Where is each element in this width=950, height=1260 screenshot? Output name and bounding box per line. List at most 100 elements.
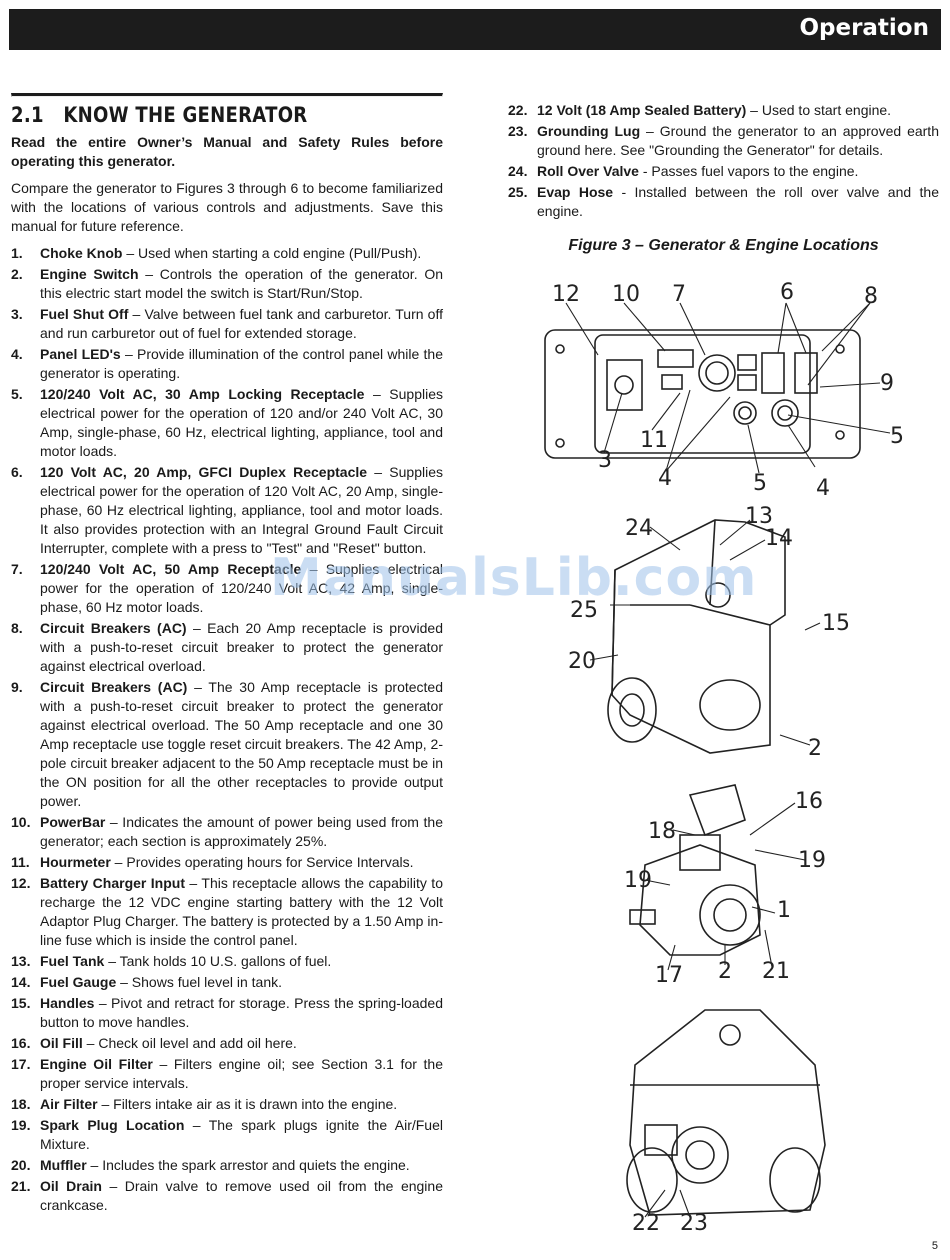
callout-label: 6 <box>780 280 794 305</box>
item-number: 24. <box>508 163 528 179</box>
callout-label: 8 <box>864 284 878 309</box>
item-text: - Installed between the roll over valve … <box>537 184 939 219</box>
list-item: 19.Spark Plug Location – The spark plugs… <box>11 1116 443 1154</box>
callout-label: 2 <box>808 736 822 761</box>
item-number: 9. <box>11 679 23 695</box>
item-term: Evap Hose <box>537 184 614 200</box>
item-text: – Used when starting a cold engine (Pull… <box>122 245 422 261</box>
list-item: 18.Air Filter – Filters intake air as it… <box>11 1095 443 1114</box>
list-item: 24. Roll Over Valve - Passes fuel vapors … <box>508 162 939 181</box>
list-item: 22.12 Volt (18 Amp Sealed Battery) – Use… <box>508 101 939 120</box>
item-text: – Check oil level and add oil here. <box>82 1035 297 1051</box>
callout-label: 23 <box>680 1211 708 1236</box>
generator-rear-drawing <box>626 1009 826 1216</box>
list-item: 15.Handles – Pivot and retract for stora… <box>11 994 443 1032</box>
item-number: 6. <box>11 464 23 480</box>
list-item: 1.Choke Knob – Used when starting a cold… <box>11 244 443 263</box>
callout-label: 12 <box>552 282 580 307</box>
item-term: Battery Charger Input <box>40 875 185 891</box>
intro-text: Compare the generator to Figures 3 throu… <box>11 180 443 234</box>
item-number: 23. <box>508 123 528 139</box>
item-number: 8. <box>11 620 23 636</box>
item-term: PowerBar <box>40 814 106 830</box>
right-column: 22.12 Volt (18 Amp Sealed Battery) – Use… <box>508 101 939 255</box>
item-text: – Drain valve to remove used oil from th… <box>40 1178 443 1213</box>
list-item: 8.Circuit Breakers (AC) – Each 20 Amp re… <box>11 619 443 676</box>
item-text: – Valve between fuel tank and carburetor… <box>40 306 443 341</box>
callout-label: 5 <box>753 471 767 496</box>
callout-label: 7 <box>672 282 686 307</box>
list-item: 23.Grounding Lug – Ground the generator … <box>508 122 939 160</box>
item-text: – Supplies electrical power for the oper… <box>40 561 443 615</box>
callout-label: 2 <box>718 959 732 984</box>
item-list-right: 22.12 Volt (18 Amp Sealed Battery) – Use… <box>508 101 939 221</box>
item-number: 20. <box>11 1157 31 1173</box>
generator-frame-drawing <box>607 519 786 754</box>
item-term: Choke Knob <box>40 245 123 261</box>
callout-label: 25 <box>570 598 598 623</box>
item-term: Roll Over Valve <box>537 163 639 179</box>
list-item: 14.Fuel Gauge – Shows fuel level in tank… <box>11 973 443 992</box>
item-term: Engine Switch <box>40 266 139 282</box>
item-term: Muffler <box>40 1157 87 1173</box>
item-number: 22. <box>508 102 528 118</box>
section-heading: KNOW THE GENERATOR <box>63 103 308 127</box>
item-number: 4. <box>11 346 23 362</box>
list-item: 25. Evap Hose - Installed between the rol… <box>508 183 939 221</box>
list-item: 16. Oil Fill – Check oil level and add oi… <box>11 1034 443 1053</box>
item-number: 25. <box>508 184 528 200</box>
intro-bold: Read the entire Owner’s Manual and Safet… <box>11 134 443 169</box>
item-term: 120 Volt AC, 20 Amp, GFCI Duplex Recepta… <box>40 464 368 480</box>
list-item: 12.Battery Charger Input – This receptac… <box>11 874 443 950</box>
item-number: 14. <box>11 974 31 990</box>
item-term: Circuit Breakers (AC) <box>40 620 187 636</box>
callout-label: 14 <box>765 526 793 551</box>
item-term: Engine Oil Filter <box>40 1056 153 1072</box>
item-number: 11. <box>11 854 30 870</box>
callout-labels: 12 10 7 6 8 9 5 4 5 4 11 3 13 14 24 25 2… <box>552 280 904 1236</box>
item-number: 16. <box>11 1035 31 1051</box>
item-text: – Filters engine oil; see Section 3.1 fo… <box>40 1056 443 1091</box>
item-list-left: 1.Choke Knob – Used when starting a cold… <box>11 244 443 1215</box>
item-text: - Passes fuel vapors to the engine. <box>638 163 859 179</box>
list-item: 4.Panel LED's – Provide illumination of … <box>11 345 443 383</box>
section-title: 2.1 KNOW THE GENERATOR <box>11 103 383 127</box>
item-text: – Includes the spark arrestor and quiets… <box>86 1157 410 1173</box>
item-text: – Indicates the amount of power being us… <box>40 814 443 849</box>
callout-label: 11 <box>640 428 668 453</box>
item-number: 15. <box>11 995 31 1011</box>
callout-label: 16 <box>795 789 823 814</box>
item-number: 10. <box>11 814 31 830</box>
list-item: 3.Fuel Shut Off – Valve between fuel tan… <box>11 305 443 343</box>
item-term: Hourmeter <box>40 854 111 870</box>
item-term: Fuel Gauge <box>40 974 117 990</box>
callout-label: 18 <box>648 819 676 844</box>
list-item: 13.Fuel Tank – Tank holds 10 U.S. gallon… <box>11 952 443 971</box>
callout-label: 19 <box>624 868 652 893</box>
item-text: – Provides operating hours for Service I… <box>110 854 414 870</box>
figure-caption: Figure 3 – Generator & Engine Locations <box>568 237 879 254</box>
item-term: 120/240 Volt AC, 50 Amp Receptacle <box>40 561 302 577</box>
list-item: 6. 120 Volt AC, 20 Amp, GFCI Duplex Recep… <box>11 463 443 558</box>
item-text: – Ground the generator to an approved ea… <box>537 123 939 158</box>
item-text: – Used to start engine. <box>746 102 892 118</box>
leader-lines <box>565 302 891 1218</box>
item-term: Air Filter <box>40 1096 98 1112</box>
item-number: 13. <box>11 953 31 969</box>
item-text: – Supplies electrical power for the oper… <box>40 386 443 459</box>
list-item: 7. 120/240 Volt AC, 50 Amp Receptacle – S… <box>11 560 443 617</box>
callout-label: 20 <box>568 649 596 674</box>
callout-label: 15 <box>822 611 850 636</box>
item-text: – Supplies electrical power for the oper… <box>40 464 443 556</box>
item-number: 3. <box>11 306 23 322</box>
callout-label: 4 <box>658 466 672 491</box>
list-item: 11. Hourmeter – Provides operating hours … <box>11 853 443 872</box>
callout-label: 22 <box>632 1211 660 1236</box>
item-number: 7. <box>11 561 23 577</box>
callout-label: 17 <box>655 963 683 988</box>
list-item: 9.Circuit Breakers (AC) – The 30 Amp rec… <box>11 678 443 811</box>
item-text: – Tank holds 10 U.S. gallons of fuel. <box>104 953 332 969</box>
item-text: – The spark plugs ignite the Air/Fuel Mi… <box>40 1117 443 1152</box>
callout-label: 4 <box>816 476 830 501</box>
item-term: Oil Fill <box>40 1035 83 1051</box>
